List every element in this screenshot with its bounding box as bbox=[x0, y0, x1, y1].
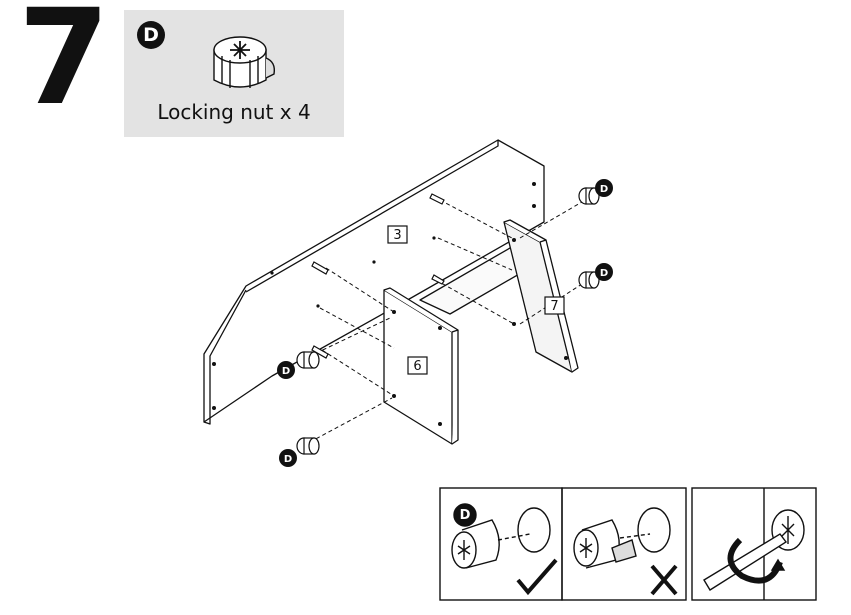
step-number: 7 bbox=[18, 0, 110, 135]
panel-6-box bbox=[407, 356, 428, 375]
detail-correct bbox=[439, 487, 563, 601]
callout-d-2: D bbox=[600, 268, 608, 279]
detail-badge: D bbox=[460, 508, 471, 523]
callout-d-1: D bbox=[600, 184, 608, 195]
part-caption: Locking nut x 4 bbox=[157, 100, 311, 124]
panel-6-label: 6 bbox=[413, 359, 421, 374]
detail-tighten bbox=[691, 487, 817, 601]
check-mark-icon bbox=[516, 558, 558, 596]
parts-box: D Locking nut x 4 bbox=[124, 10, 344, 137]
cross-mark-icon bbox=[650, 564, 678, 596]
panel-7-box bbox=[544, 296, 565, 315]
detail-incorrect bbox=[561, 487, 687, 601]
panel-3-label: 3 bbox=[393, 228, 401, 243]
callout-d-3: D bbox=[282, 366, 290, 377]
panel-3-box bbox=[387, 225, 408, 244]
locking-nut-icon bbox=[213, 36, 276, 88]
panel-7-label: 7 bbox=[550, 299, 558, 314]
callout-d-4: D bbox=[284, 454, 292, 465]
screwdriver-icon bbox=[703, 533, 788, 591]
part-letter-badge: D bbox=[137, 21, 165, 49]
